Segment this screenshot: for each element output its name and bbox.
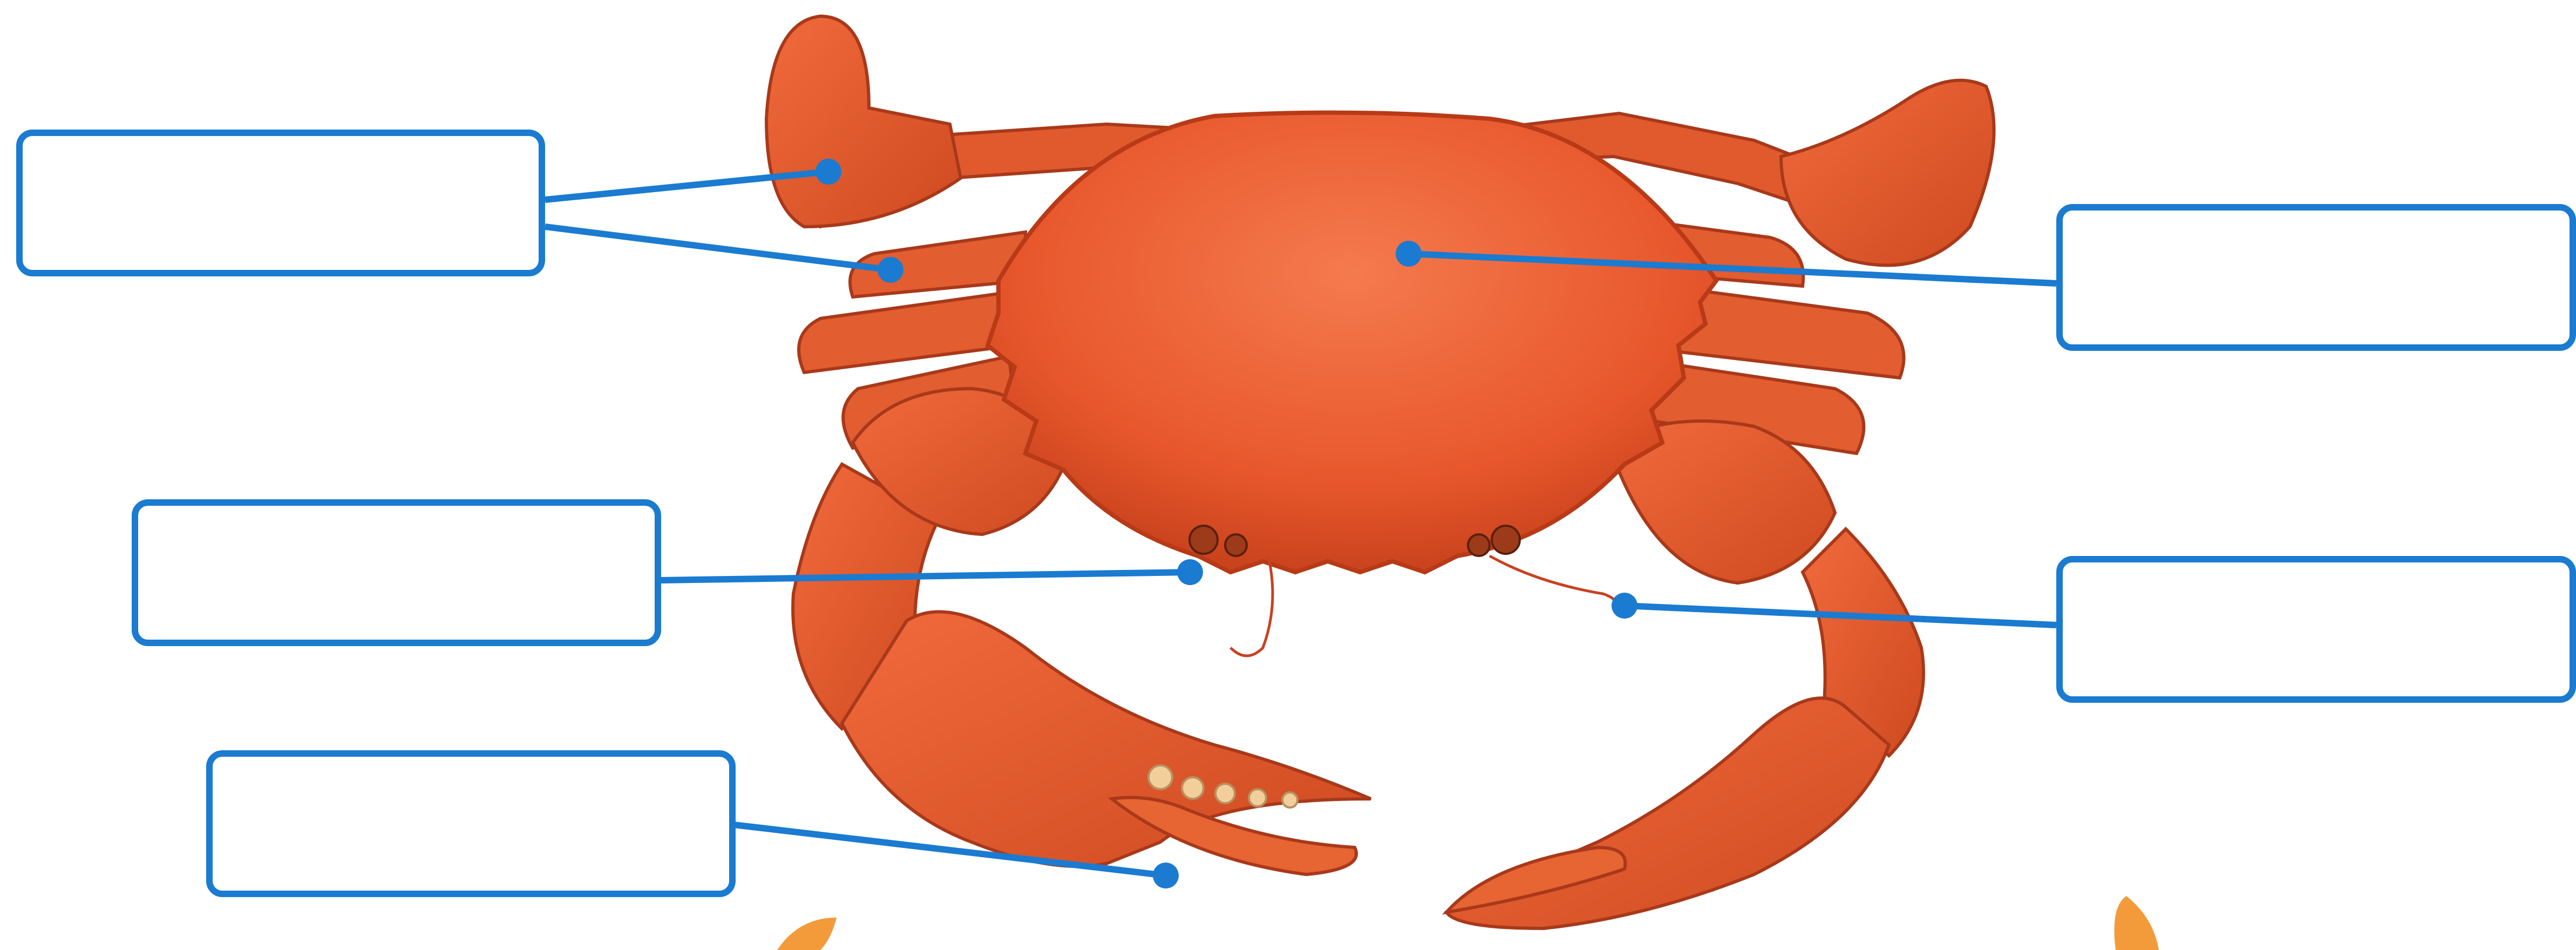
claw-tip-decoration [2115,896,2159,950]
label-box-carapace[interactable] [2056,204,2576,351]
label-box-claw[interactable] [206,750,736,897]
claw-tip-decoration [777,918,837,950]
label-box-mouthparts[interactable] [132,499,661,646]
carapace-shape [988,113,1716,572]
label-box-antenna[interactable] [2056,556,2576,703]
label-box-swimming-legs[interactable] [16,130,545,276]
